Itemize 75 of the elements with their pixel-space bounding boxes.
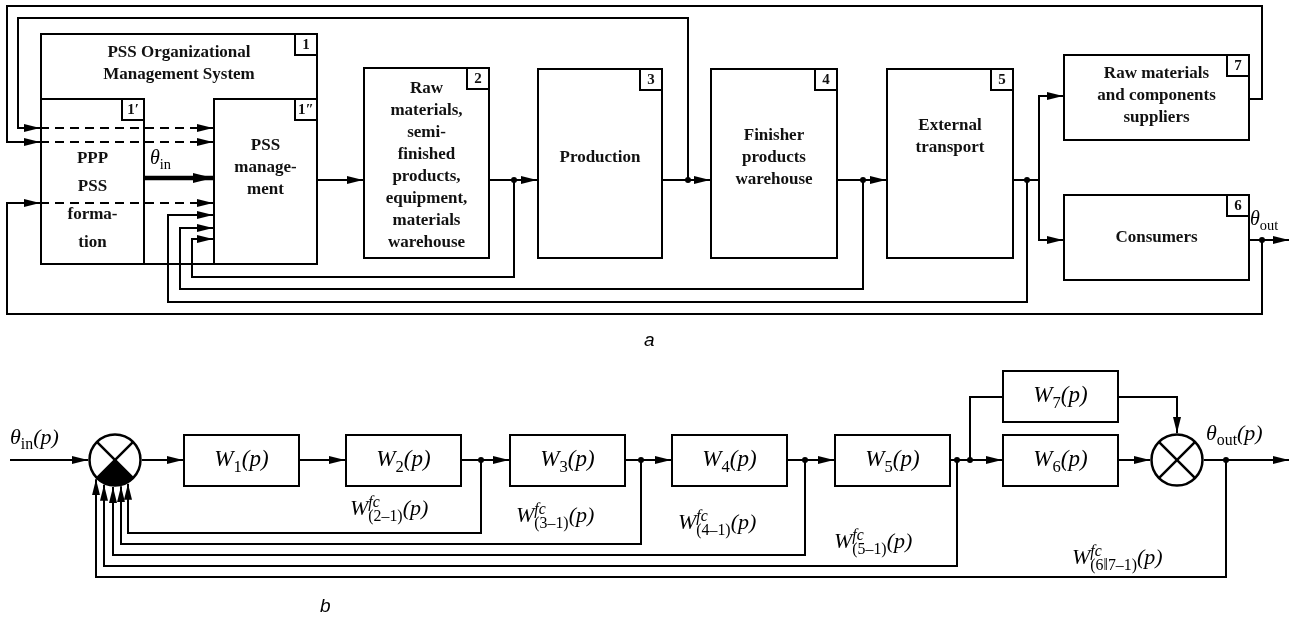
arrow — [141, 456, 184, 464]
arrow — [109, 459, 806, 556]
number-badge: 6 — [1226, 194, 1250, 217]
box-label: Production — [558, 146, 642, 168]
transfer-function: W$_{3}$(p) — [540, 445, 595, 476]
panel-label: a — [644, 330, 655, 351]
edge-label: θ$_{out}$(p) — [1206, 420, 1263, 450]
transfer-function-block — [1002, 370, 1119, 423]
transfer-function: W$_{6}$(p) — [1033, 445, 1088, 476]
arrow — [117, 459, 642, 545]
transfer-function-block — [1002, 434, 1119, 487]
transfer-function: W$_{7}$(p) — [1033, 381, 1088, 412]
transfer-function-block — [509, 434, 626, 487]
arrow — [1118, 396, 1181, 434]
arrow — [39, 199, 214, 207]
process-box — [1063, 54, 1250, 141]
edge-label: W$^{fc}$$_{(3–1)}$(p) — [516, 500, 595, 532]
edge-label: θ$_{in}$ — [150, 146, 172, 173]
transfer-function: W$_{1}$(p) — [214, 445, 269, 476]
box-label: PPP PSS forma- tion — [66, 147, 119, 253]
process-box — [886, 68, 1014, 259]
transfer-function: W$_{5}$(p) — [865, 445, 920, 476]
arrow — [17, 17, 689, 181]
edge-label: θ$_{out}$ — [1250, 207, 1279, 234]
arrow — [6, 199, 1263, 315]
box-label: Raw materials, semi- finished products, equipment, materials warehouse — [384, 77, 469, 253]
process-box — [40, 33, 318, 265]
box-label: PSS manage- ment — [233, 134, 298, 200]
number-badge: 4 — [814, 68, 838, 91]
process-box — [363, 67, 490, 259]
summing-junction — [88, 433, 142, 487]
panel-label: b — [320, 596, 331, 617]
arrow — [100, 459, 958, 567]
process-box — [537, 68, 663, 259]
arrow — [39, 124, 214, 132]
process-box — [40, 98, 145, 265]
number-badge: 5 — [990, 68, 1014, 91]
arrow — [9, 456, 89, 464]
edge-label: W$^{fc}$$_{(2–1)}$(p) — [350, 493, 429, 525]
number-badge: 1″ — [294, 98, 318, 121]
box-label: Raw materials and components suppliers — [1096, 62, 1217, 128]
transfer-function: W$_{2}$(p) — [376, 445, 431, 476]
arrow — [179, 179, 864, 290]
arrow — [299, 456, 346, 464]
process-box — [710, 68, 838, 259]
transfer-function-block — [183, 434, 300, 487]
box-label: Consumers — [1114, 226, 1199, 248]
arrow — [1118, 456, 1151, 464]
number-badge: 3 — [639, 68, 663, 91]
number-badge: 7 — [1226, 54, 1250, 77]
arrow — [92, 459, 1227, 578]
number-badge: 1′ — [121, 98, 145, 121]
number-badge: 2 — [466, 67, 490, 90]
process-box — [213, 98, 318, 265]
arrow — [191, 179, 515, 278]
arrow — [6, 5, 1263, 146]
process-box — [1063, 194, 1250, 281]
edge-label: W$^{fc}$$_{(4–1)}$(p) — [678, 507, 757, 539]
arrow — [317, 176, 364, 184]
transfer-function-block — [345, 434, 462, 487]
arrow — [39, 138, 214, 146]
summing-junction — [1150, 433, 1204, 487]
edge-label: θ$_{in}$(p) — [10, 424, 59, 454]
arrow — [145, 173, 213, 183]
transfer-function-block — [671, 434, 788, 487]
box-label: PSS Organizational Management System — [102, 41, 256, 85]
arrow — [124, 459, 482, 534]
edge-label: W$^{fc}$$_{(5–1)}$(p) — [834, 526, 913, 558]
arrow — [167, 179, 1028, 303]
edge-label: W$^{fc}$$_{(6‖7–1)}$(p) — [1072, 542, 1163, 574]
transfer-function-block — [834, 434, 951, 487]
box-label: External transport — [914, 114, 986, 158]
transfer-function: W$_{4}$(p) — [702, 445, 757, 476]
number-badge: 1 — [294, 33, 318, 56]
box-label: Finisher products warehouse — [734, 124, 814, 190]
